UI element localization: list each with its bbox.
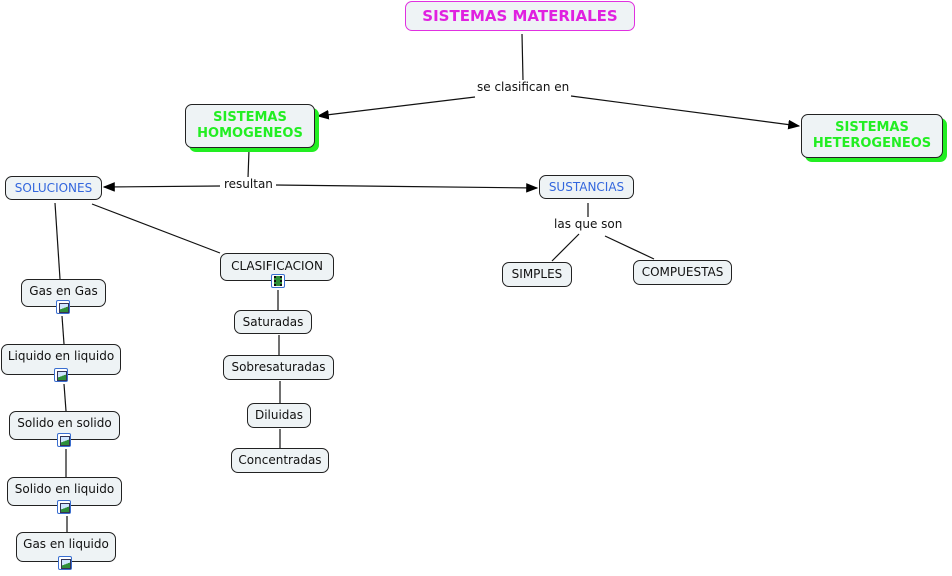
image-resource-icon[interactable] bbox=[54, 368, 68, 382]
node-label: COMPUESTAS bbox=[641, 265, 724, 280]
node-label: SISTEMAS HOMOGENEOS bbox=[197, 110, 303, 141]
node-label: Concentradas bbox=[238, 453, 322, 468]
node-simples[interactable]: SIMPLES bbox=[502, 262, 572, 287]
node-label: Gas en liquido bbox=[23, 537, 109, 551]
node-soluciones[interactable]: SOLUCIONES bbox=[5, 176, 102, 200]
node-label: Solido en liquido bbox=[14, 482, 115, 496]
node-label: SISTEMAS HETEROGENEOS bbox=[812, 120, 932, 151]
node-label: CLASIFICACION bbox=[231, 259, 323, 273]
link-label-se-clasifican-en[interactable]: se clasifican en bbox=[474, 80, 573, 94]
node-label: Solido en solido bbox=[17, 416, 112, 430]
link-label-las-que-son[interactable]: las que son bbox=[551, 217, 626, 231]
node-sistemas-heterogeneos[interactable]: SISTEMAS HETEROGENEOS bbox=[801, 114, 943, 158]
node-sistemas-materiales[interactable]: SISTEMAS MATERIALES bbox=[405, 1, 635, 31]
node-label: Diluidas bbox=[254, 408, 304, 423]
node-label: SIMPLES bbox=[511, 267, 563, 282]
node-label: Sobresaturadas bbox=[231, 360, 326, 375]
node-sustancias[interactable]: SUSTANCIAS bbox=[539, 175, 634, 199]
node-diluidas[interactable]: Diluidas bbox=[247, 403, 311, 428]
image-resource-icon[interactable] bbox=[57, 433, 71, 447]
image-resource-icon[interactable] bbox=[56, 300, 70, 314]
node-concentradas[interactable]: Concentradas bbox=[231, 448, 329, 473]
link-label-resultan[interactable]: resultan bbox=[221, 177, 276, 191]
node-label: SISTEMAS MATERIALES bbox=[422, 7, 618, 25]
node-saturadas[interactable]: Saturadas bbox=[234, 310, 312, 334]
video-resource-icon[interactable] bbox=[271, 274, 285, 288]
image-resource-icon[interactable] bbox=[57, 500, 71, 514]
node-gas-en-liquido[interactable]: Gas en liquido bbox=[16, 532, 116, 562]
node-compuestas[interactable]: COMPUESTAS bbox=[633, 260, 732, 285]
node-label: Gas en Gas bbox=[29, 284, 98, 298]
image-resource-icon[interactable] bbox=[58, 556, 72, 570]
node-sistemas-homogeneos[interactable]: SISTEMAS HOMOGENEOS bbox=[185, 104, 315, 148]
node-label: SUSTANCIAS bbox=[548, 179, 625, 194]
node-sobresaturadas[interactable]: Sobresaturadas bbox=[223, 355, 334, 380]
node-label: Saturadas bbox=[242, 314, 304, 329]
node-label: SOLUCIONES bbox=[14, 180, 93, 195]
node-label: Liquido en liquido bbox=[7, 349, 115, 363]
